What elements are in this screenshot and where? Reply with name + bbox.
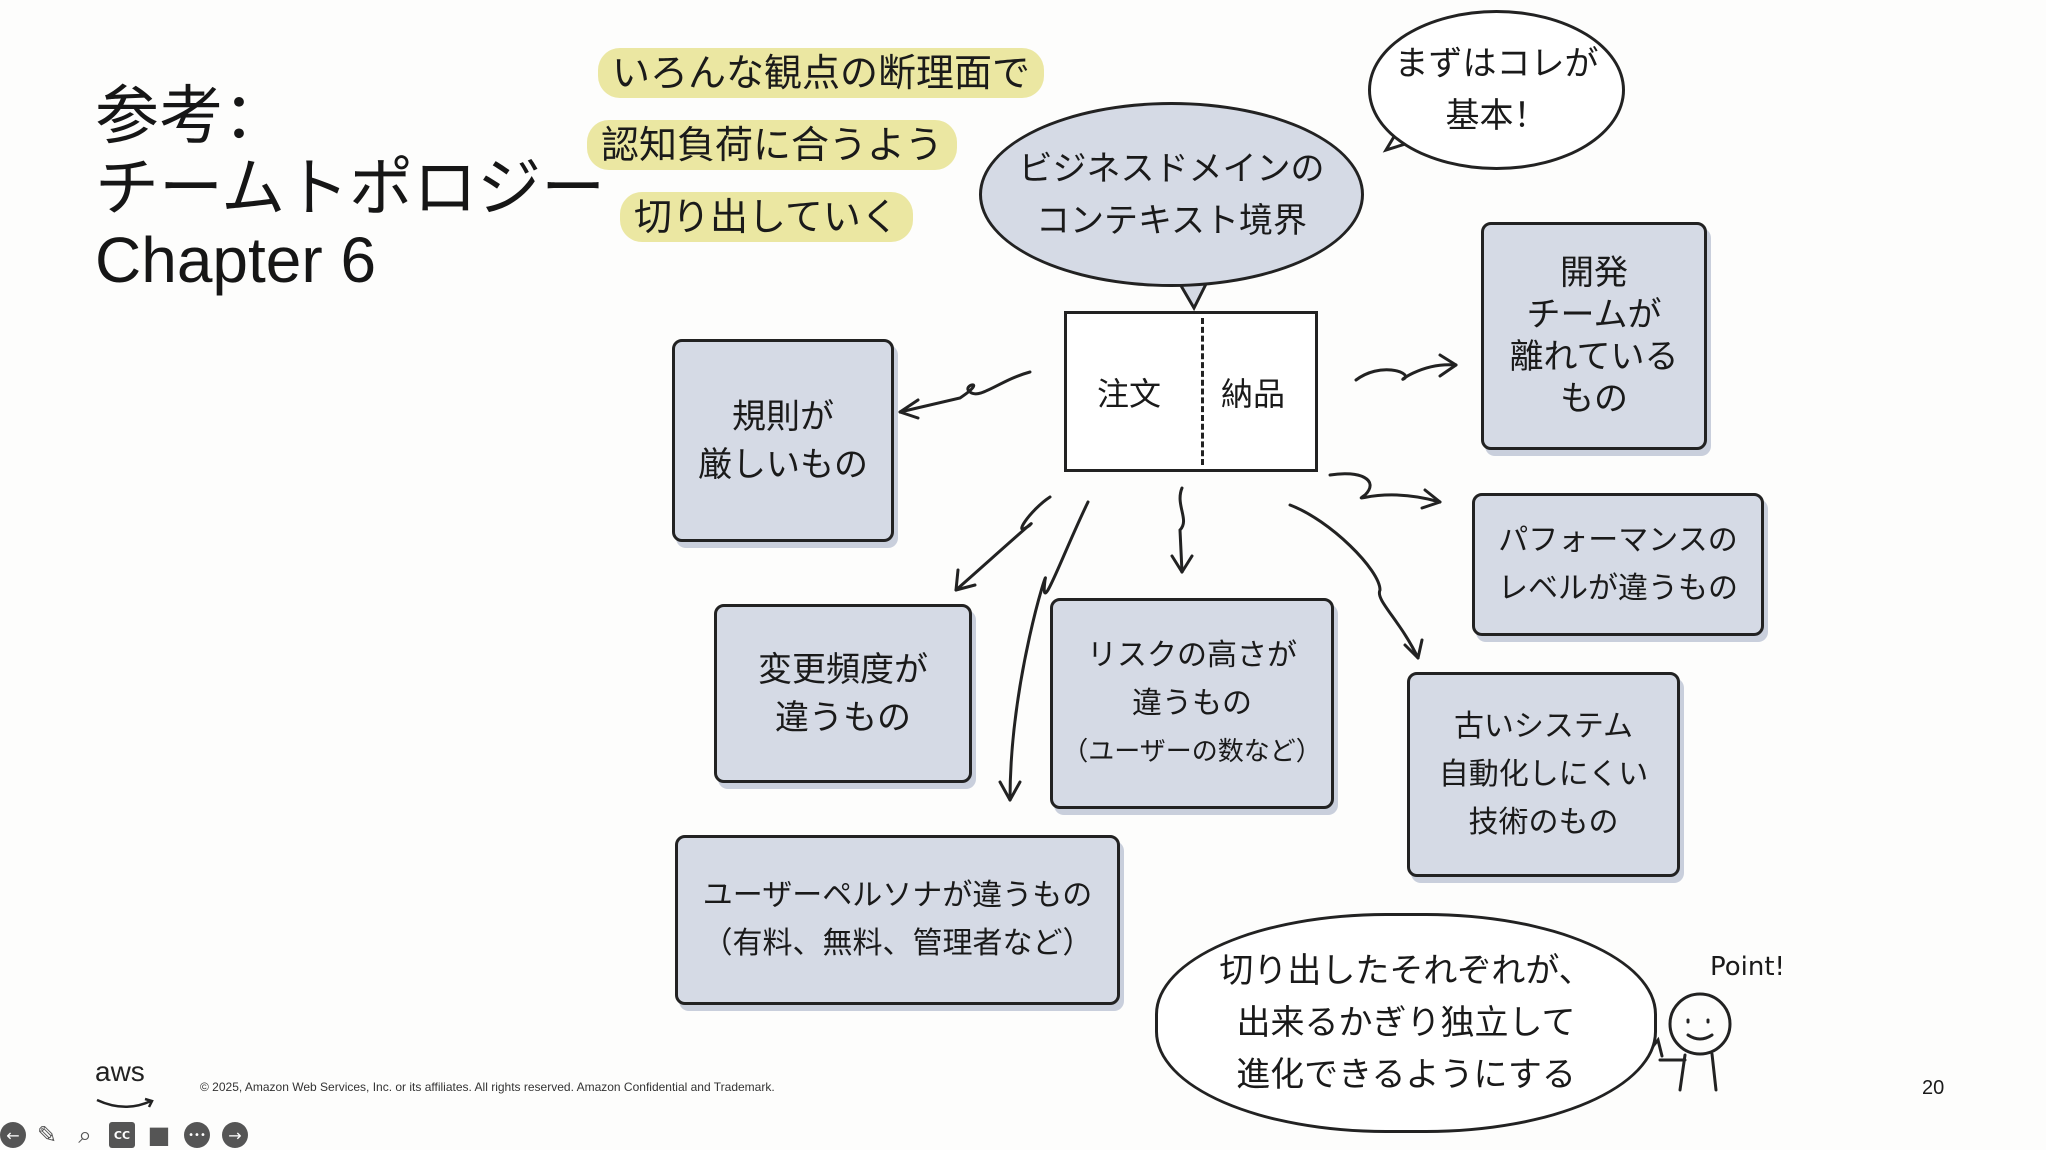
bubble-text: ビジネスドメインの	[1018, 148, 1325, 189]
domain-book: 注文 納品	[1064, 311, 1318, 472]
captions-button[interactable]: CC	[109, 1122, 135, 1148]
bubble-text: まずはコレが	[1394, 44, 1599, 84]
title-line: Chapter 6	[95, 224, 377, 296]
book-divider	[1201, 318, 1204, 465]
box-text: 技術のもの	[1468, 804, 1619, 840]
box-change-frequency: 変更頻度が 違うもの	[714, 604, 972, 783]
next-slide-button[interactable]: →	[222, 1122, 248, 1148]
box-text: レベルが違うもの	[1498, 570, 1738, 606]
book-right-delivery: 納品	[1220, 374, 1285, 413]
box-text: 違うもの	[1132, 685, 1252, 721]
box-text: チームが	[1526, 295, 1662, 335]
aws-logo: aws	[95, 1058, 157, 1118]
slide-title: 参考： チームトポロジー Chapter 6	[95, 80, 605, 296]
bubble-text: コンテキスト境界	[1036, 200, 1307, 241]
box-text: もの	[1560, 379, 1628, 419]
copyright-text: © 2025, Amazon Web Services, Inc. or its…	[200, 1080, 775, 1094]
box-text: 古いシステム	[1453, 708, 1634, 744]
search-button[interactable]: ⌕	[78, 1121, 92, 1149]
aws-logo-text: aws	[95, 1056, 145, 1087]
aws-smile-icon	[96, 1097, 154, 1108]
box-performance-level: パフォーマンスの レベルが違うもの	[1472, 493, 1764, 636]
box-text: （ユーザーの数など）	[1062, 736, 1322, 767]
bubble-text: 基本！	[1445, 96, 1548, 136]
box-text: リスクの高さが	[1087, 637, 1297, 673]
box-text: 離れている	[1509, 337, 1679, 377]
box-text: ユーザーペルソナが違うもの	[702, 878, 1093, 913]
title-line: チームトポロジー	[95, 152, 606, 224]
box-text: パフォーマンスの	[1498, 522, 1738, 558]
point-label: Point!	[1710, 952, 1785, 982]
note-line: いろんな観点の断理面で	[598, 48, 1045, 98]
box-user-persona: ユーザーペルソナが違うもの （有料、無料、管理者など）	[675, 835, 1120, 1005]
bubble-text: 切り出したそれぞれが、	[1219, 951, 1593, 991]
note-line: 認知負荷に合うよう	[587, 120, 958, 170]
box-text: 変更頻度が	[758, 649, 928, 690]
point-bubble: 切り出したそれぞれが、 出来るかぎり独立して 進化できるようにする	[1155, 913, 1657, 1133]
box-dev-team-apart: 開発 チームが 離れている もの	[1481, 222, 1707, 450]
box-legacy-system: 古いシステム 自動化しにくい 技術のもの	[1407, 672, 1680, 877]
box-strict-regulation: 規則が 厳しいもの	[672, 339, 894, 542]
bubble-text: 進化できるようにする	[1236, 1055, 1576, 1095]
box-text: 厳しいもの	[698, 444, 868, 485]
book-left-order: 注文	[1096, 374, 1161, 413]
bubble-text: 出来るかぎり独立して	[1236, 1003, 1576, 1043]
box-text: 自動化しにくい	[1438, 756, 1649, 792]
title-line: 参考：	[95, 80, 287, 152]
box-text: 違うもの	[775, 697, 911, 738]
prev-slide-button[interactable]: ←	[0, 1122, 26, 1148]
box-text: 規則が	[732, 396, 834, 437]
box-risk-level: リスクの高さが 違うもの （ユーザーの数など）	[1050, 598, 1334, 809]
context-boundary-bubble: ビジネスドメインの コンテキスト境界	[979, 102, 1364, 287]
box-text: 開発	[1560, 253, 1628, 293]
note-line: 切り出していく	[620, 192, 913, 242]
basic-bubble: まずはコレが 基本！	[1368, 10, 1625, 170]
box-text: （有料、無料、管理者など）	[702, 926, 1093, 961]
video-button[interactable]: ■	[147, 1121, 171, 1149]
page-number: 20	[1922, 1077, 1945, 1099]
pen-button[interactable]: ✎	[36, 1121, 58, 1149]
more-options-button[interactable]: •••	[184, 1122, 210, 1148]
